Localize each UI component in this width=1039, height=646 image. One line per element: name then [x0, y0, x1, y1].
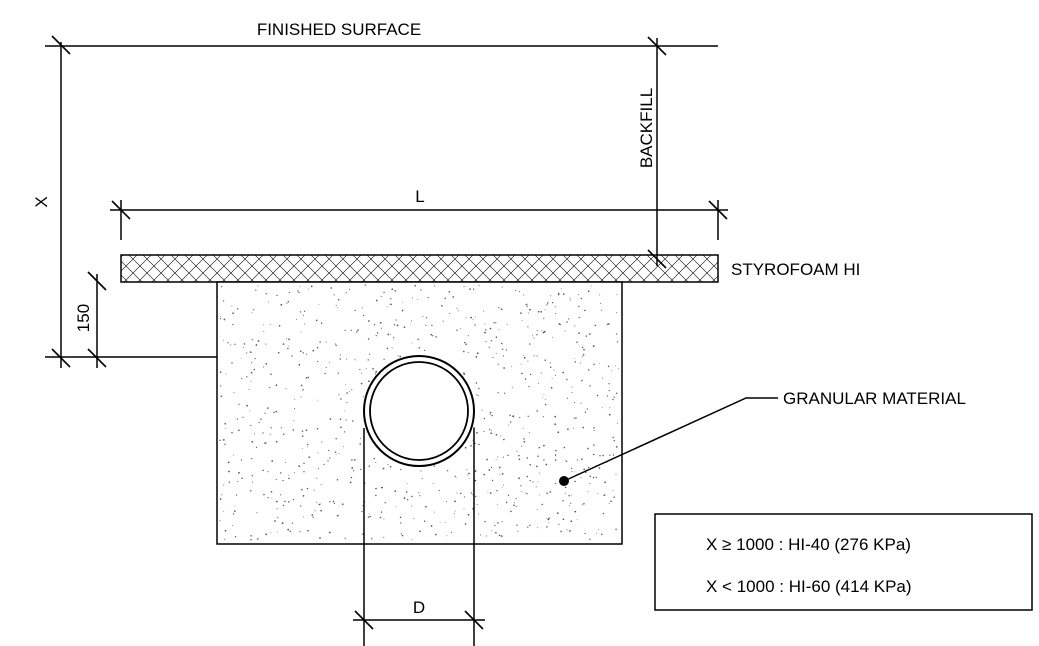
- l-dimension-line: [110, 200, 728, 240]
- d-dimension-line: [353, 428, 485, 646]
- l-dimension-label: L: [415, 187, 424, 206]
- x-dimension-line: [51, 42, 71, 368]
- pipe: [363, 355, 475, 467]
- legend-rule-1: X ≥ 1000 : HI-40 (276 KPa): [706, 535, 911, 554]
- x-dimension-label: X: [32, 196, 51, 207]
- granular-leader: [559, 397, 778, 486]
- legend-rule-2: X < 1000 : HI-60 (414 KPa): [706, 577, 912, 596]
- granular-label: GRANULAR MATERIAL: [783, 389, 966, 408]
- styrofoam-label: STYROFOAM HI: [731, 260, 860, 279]
- depth-150-label: 150: [74, 304, 93, 332]
- styrofoam-board: [120, 254, 719, 283]
- backfill-label: BACKFILL: [637, 88, 656, 168]
- finished-surface-label: FINISHED SURFACE: [257, 20, 421, 39]
- depth-150-dimension-line: [87, 271, 107, 368]
- legend-box: [654, 513, 1033, 611]
- d-dimension-label: D: [413, 598, 425, 617]
